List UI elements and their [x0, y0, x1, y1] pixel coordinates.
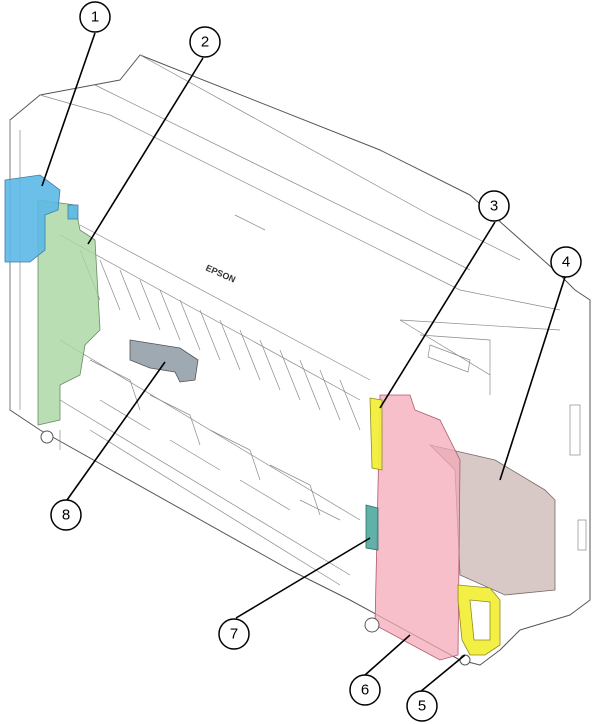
gray-part [129, 339, 199, 383]
yellow-part-right [457, 584, 501, 656]
casters [40, 430, 471, 666]
callout-5: 5 [406, 690, 438, 722]
callout-8-label: 8 [62, 507, 70, 524]
callout-7: 7 [218, 618, 250, 650]
callout-5-label: 5 [418, 698, 426, 715]
callout-8: 8 [50, 499, 82, 531]
callout-2: 2 [189, 26, 221, 58]
callout-1: 1 [79, 1, 111, 33]
paper-guide-ribs [79, 249, 361, 521]
callout-6: 6 [349, 674, 381, 706]
callout-6-label: 6 [361, 682, 369, 699]
callout-4-label: 4 [562, 254, 570, 271]
callout-7-label: 7 [230, 626, 238, 643]
callout-2-label: 2 [201, 34, 209, 51]
brand-label: EPSON [204, 263, 237, 285]
callout-3: 3 [478, 190, 510, 222]
yellow-part-left [369, 397, 383, 471]
callout-3-label: 3 [490, 198, 498, 215]
printer-body [9, 54, 591, 666]
callout-4: 4 [550, 246, 582, 278]
green-part [37, 199, 101, 426]
pink-part [374, 394, 461, 661]
blue-part [4, 174, 79, 263]
teal-part [365, 504, 379, 551]
leader-lines [41, 32, 566, 693]
callout-1-label: 1 [91, 9, 99, 26]
